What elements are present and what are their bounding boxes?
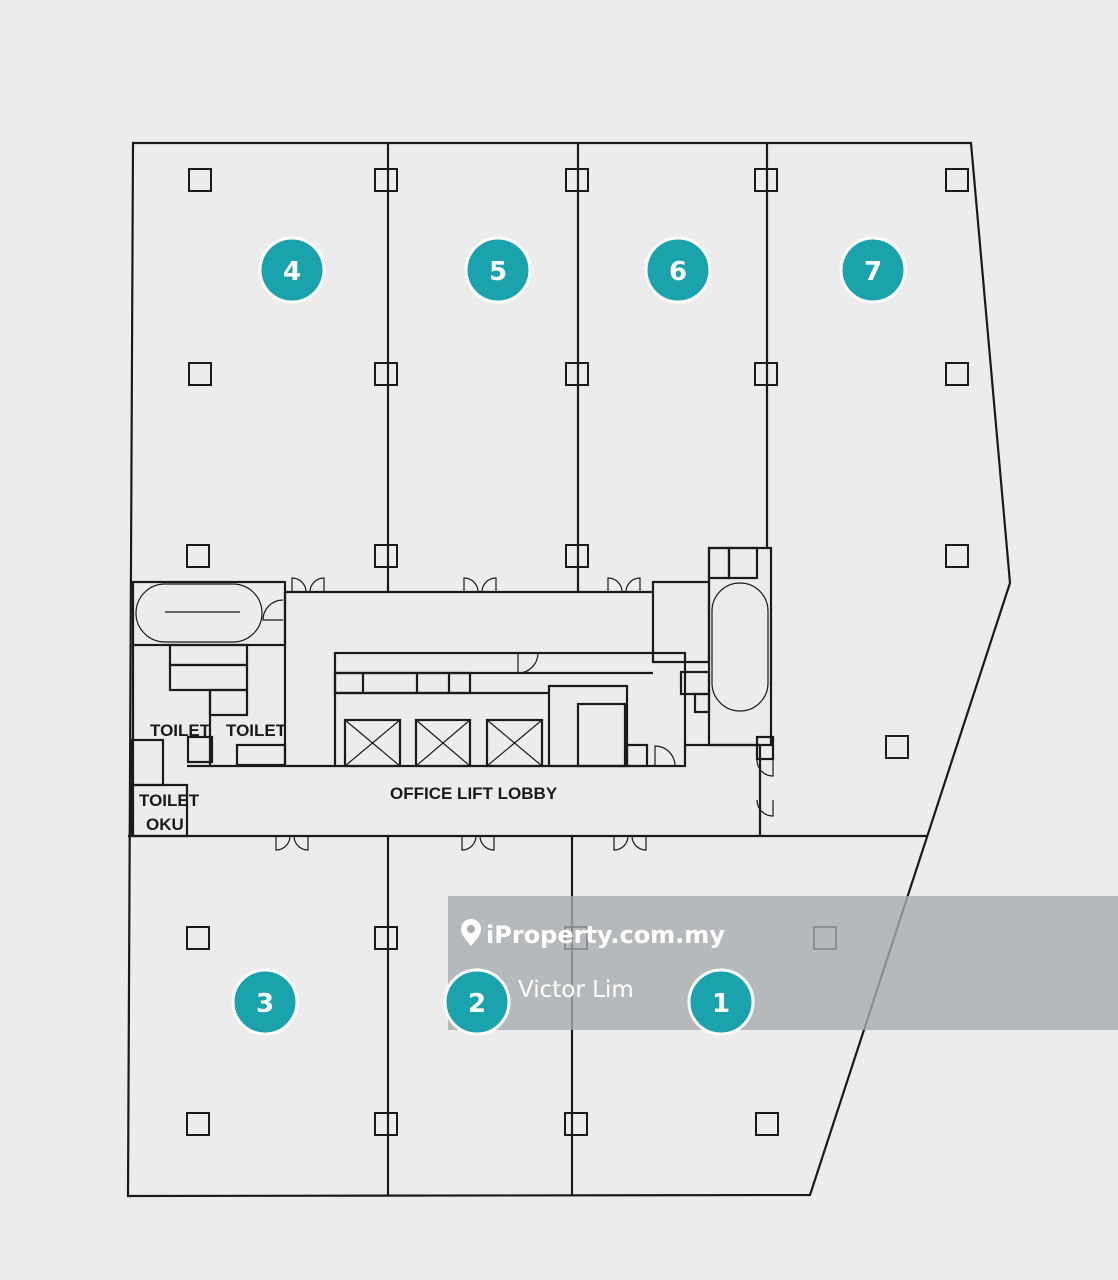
svg-text:2: 2 <box>468 989 486 1019</box>
location-pin-icon <box>461 919 481 946</box>
unit-marker-2[interactable]: 2 <box>443 968 511 1036</box>
svg-text:7: 7 <box>864 257 882 287</box>
watermark: iProperty.com.my Victor Lim <box>461 919 725 1003</box>
svg-text:3: 3 <box>256 989 274 1019</box>
svg-text:6: 6 <box>669 257 687 287</box>
unit-marker-1[interactable]: 1 <box>687 968 755 1036</box>
room-label-toilet: TOILET <box>226 721 287 740</box>
unit-marker-5[interactable]: 5 <box>464 236 532 304</box>
unit-marker-3[interactable]: 3 <box>231 968 299 1036</box>
unit-marker-7[interactable]: 7 <box>839 236 907 304</box>
lift-cars <box>343 718 544 768</box>
room-label-toilet-oku: OKU <box>146 815 184 834</box>
room-label-toilet-oku: TOILET <box>139 791 200 810</box>
watermark-band <box>448 896 1118 1030</box>
building-outline <box>126 141 1012 1198</box>
watermark-brand: iProperty.com.my <box>486 921 725 949</box>
building-core <box>129 546 775 838</box>
doors <box>262 577 774 851</box>
svg-text:1: 1 <box>712 989 730 1019</box>
unit-marker-4[interactable]: 4 <box>258 236 326 304</box>
room-label-lobby: OFFICE LIFT LOBBY <box>390 784 558 803</box>
unit-marker-6[interactable]: 6 <box>644 236 712 304</box>
room-label-toilet: TOILET <box>150 721 211 740</box>
svg-text:5: 5 <box>489 257 507 287</box>
watermark-agent: Victor Lim <box>518 977 634 1003</box>
svg-text:4: 4 <box>283 257 301 287</box>
